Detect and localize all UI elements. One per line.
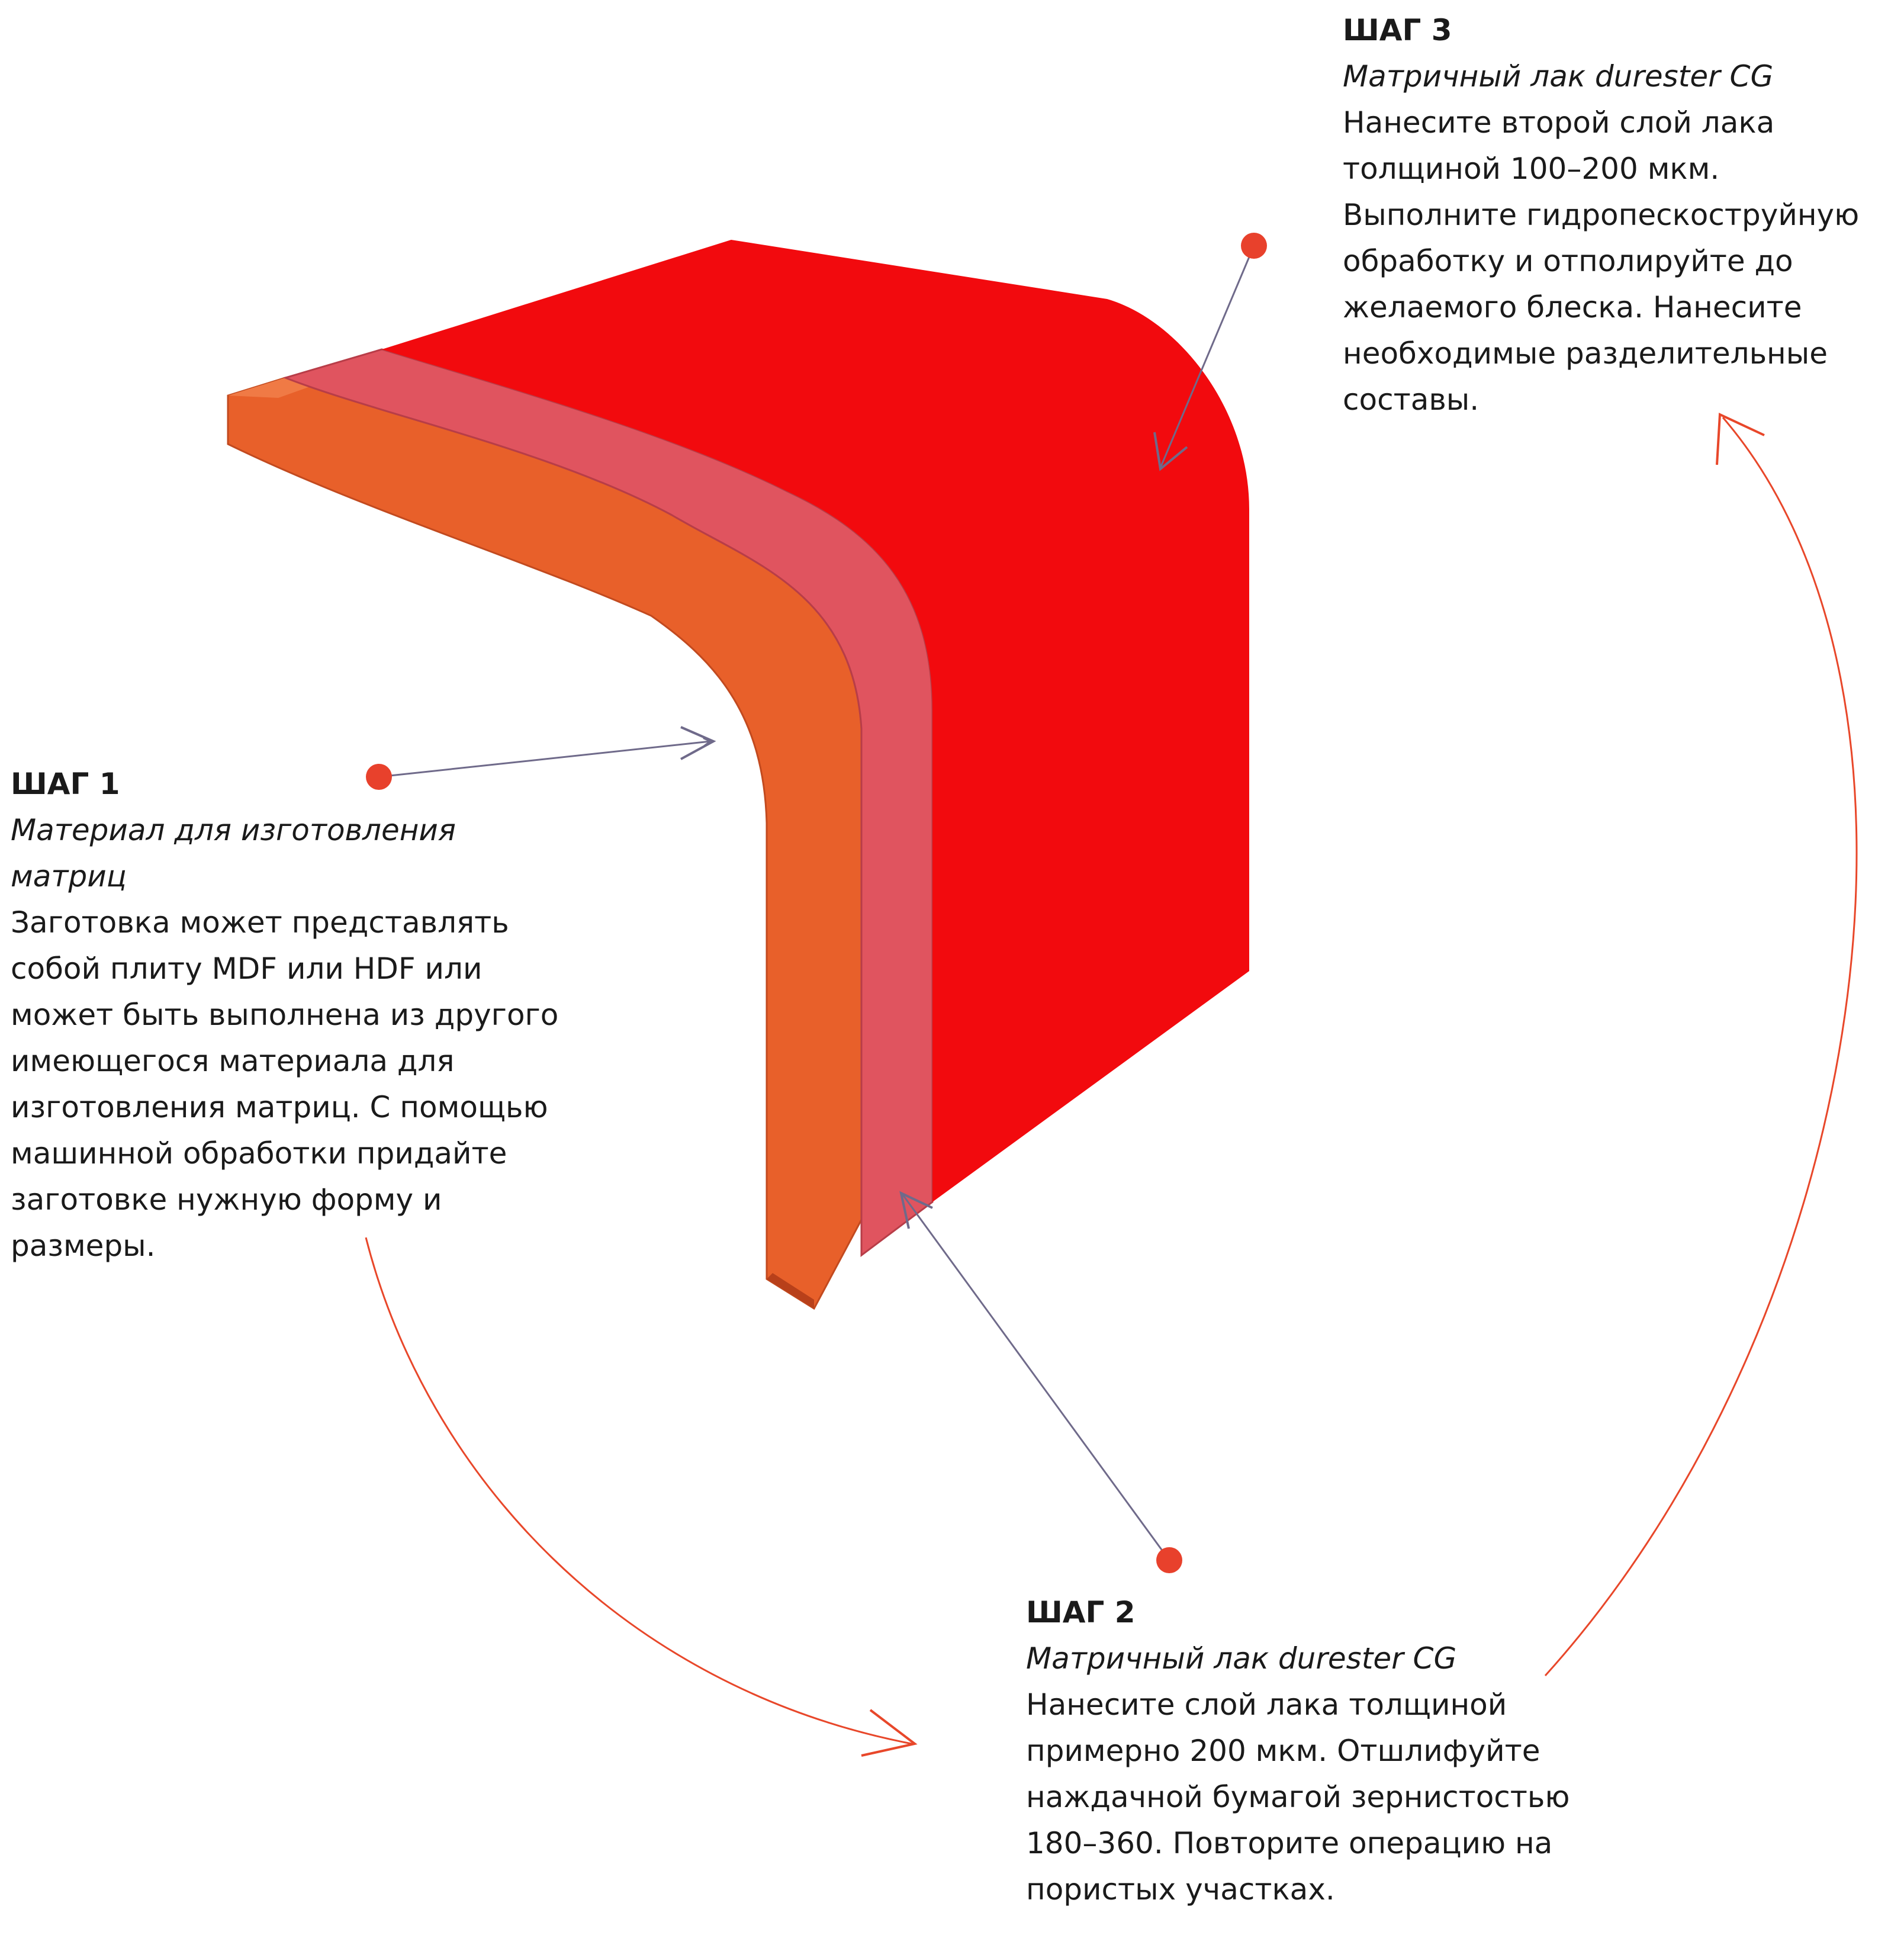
step-2-block: ШАГ 2 Матричный лак durester CG Нанесите… — [1026, 1589, 1736, 1912]
step-3-text-line: толщиной 100–200 мкм. — [1343, 152, 1720, 186]
step-1-text-line: имеющегося материала для — [11, 1044, 455, 1078]
coat-1-front-face — [282, 348, 934, 1257]
step-3-text-line: Выполните гидропескоструйную — [1343, 198, 1860, 232]
step-1-text-line: размеры. — [11, 1229, 156, 1263]
step-2-text-line: пористых участках. — [1026, 1872, 1335, 1907]
substrate-bottom-edge — [767, 1273, 814, 1309]
marker-dot-step-3 — [1241, 233, 1267, 259]
step-2-text-line: наждачной бумагой зернистостью — [1026, 1780, 1570, 1814]
step-3-text-line: необходимые разделительные — [1343, 336, 1828, 371]
marker-dot-step-2 — [1156, 1547, 1182, 1573]
step-1-material-line: матриц — [11, 859, 127, 893]
marker-dot-step-1 — [366, 764, 392, 790]
step-1-text-line: собой плиту MDF или HDF или — [11, 952, 483, 986]
step-3-text-line: составы. — [1343, 382, 1480, 417]
pointer-step-3 — [1153, 233, 1267, 471]
step-1-text-line: Заготовка может представлять — [11, 905, 509, 940]
coat-1-layer — [282, 348, 934, 1257]
cycle-arrow-1-to-2 — [365, 1237, 918, 1757]
step-3-material-line: Матричный лак durester CG — [1343, 59, 1774, 94]
step-1-text-line: изготовления матриц. С помощью — [11, 1090, 548, 1124]
step-3-block: ШАГ 3 Матричный лак durester CG Нанесите… — [1343, 7, 1899, 423]
step-2-material-line: Матричный лак durester CG — [1026, 1641, 1457, 1676]
step-2-text-line: Нанесите слой лака толщиной — [1026, 1687, 1507, 1722]
step-3-text-line: обработку и отполируйте до — [1343, 244, 1793, 278]
step-2-text-line: 180–360. Повторите операцию на — [1026, 1826, 1553, 1860]
coat-2-front-face — [382, 240, 1249, 1202]
pointer-step-3-arrowhead — [1153, 432, 1188, 471]
pointer-step-1 — [366, 726, 716, 790]
step-2-heading: ШАГ 2 — [1026, 1595, 1136, 1629]
pointer-step-1-arrowhead — [680, 726, 716, 760]
cycle-arrow-2-to-3-head — [1716, 412, 1765, 465]
pointer-step-2 — [899, 1191, 1182, 1573]
step-1-block: ШАГ 1 Материал для изготовления матриц З… — [11, 761, 603, 1269]
pointer-step-2-arrowhead — [899, 1191, 933, 1229]
step-3-heading: ШАГ 3 — [1343, 13, 1452, 47]
cycle-arrow-2-to-3 — [1544, 412, 1858, 1677]
step-3-text-line: Нанесите второй слой лака — [1343, 105, 1775, 140]
cycle-arrow-1-to-2-head — [861, 1709, 918, 1757]
step-1-text-line: может быть выполнена из другого — [11, 998, 559, 1032]
step-1-text-line: машинной обработки придайте — [11, 1136, 507, 1171]
step-1-material-line: Материал для изготовления — [11, 813, 456, 847]
step-3-text-line: желаемого блеска. Нанесите — [1343, 290, 1802, 324]
step-1-text-line: заготовке нужную форму и — [11, 1182, 442, 1217]
coat-2-layer — [382, 240, 1249, 1202]
step-2-text-line: примерно 200 мкм. Отшлифуйте — [1026, 1734, 1540, 1768]
step-1-heading: ШАГ 1 — [11, 767, 120, 801]
